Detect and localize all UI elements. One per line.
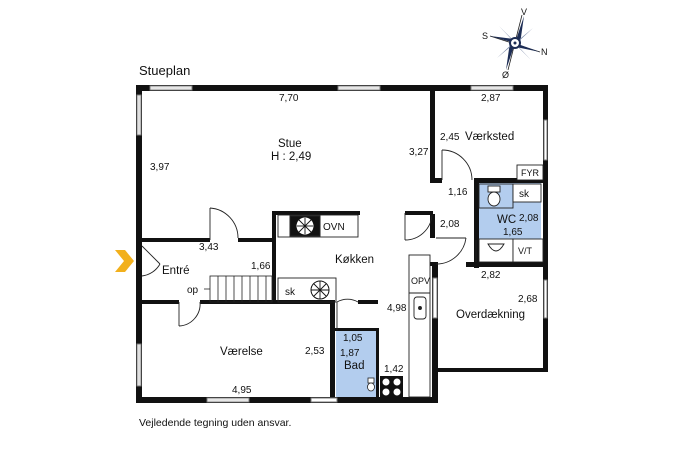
label-vt: V/T: [518, 246, 533, 256]
dim-overdaekning-depth: 2,68: [518, 294, 538, 305]
room-overdaekning: Overdækning: [456, 309, 525, 321]
dim-koekken-depth: 4,98: [387, 303, 407, 314]
kitchen-sink: [413, 296, 427, 320]
label-sk-wc: sk: [519, 189, 530, 200]
dim-vaerksted-width: 2,87: [481, 93, 501, 104]
door-swings: [141, 149, 477, 330]
window-glazing: [138, 87, 513, 401]
wc-fixtures: [478, 164, 544, 263]
compass-s-label: S: [482, 31, 488, 41]
dim-bad-depth: 1,87: [340, 348, 360, 359]
dim-hall-208: 2,08: [440, 219, 460, 230]
dim-stue-right: 3,27: [409, 147, 429, 158]
disclaimer: Vejledende tegning uden ansvar.: [139, 417, 291, 429]
dim-wc-width: 2,08: [519, 213, 539, 224]
room-wc: WC: [497, 214, 516, 226]
room-entre: Entré: [162, 265, 190, 277]
compass-v-label: V: [521, 7, 527, 17]
room-stue: Stue: [278, 138, 302, 150]
compass-rose: [489, 14, 541, 71]
room-koekken: Køkken: [335, 254, 374, 266]
room-bad: Bad: [344, 360, 364, 372]
compass-n-label: N: [541, 47, 548, 57]
hob-top: [289, 215, 321, 237]
label-opv: OPV: [411, 276, 430, 286]
dim-vaerelse-depth: 2,53: [305, 346, 325, 357]
kitchen-counters: [277, 214, 431, 398]
dim-142: 1,42: [384, 364, 404, 375]
entrance-arrow: [115, 250, 134, 272]
room-stue-height: H : 2,49: [271, 151, 311, 163]
hob-lower: [310, 280, 330, 300]
dim-hall-116: 1,16: [448, 187, 468, 198]
dim-stue-depth: 3,97: [150, 162, 170, 173]
label-fyr: FYR: [521, 168, 540, 178]
plan-title: Stueplan: [139, 63, 190, 78]
dim-entre-166: 1,66: [251, 261, 271, 272]
dim-vaerksted-depth: 2,45: [440, 132, 460, 143]
staircase: [204, 275, 273, 303]
room-vaerelse: Værelse: [220, 346, 263, 358]
label-ovn: OVN: [323, 222, 345, 233]
dim-wc-depth: 1,65: [503, 227, 523, 238]
label-stairs-op: op: [187, 285, 199, 296]
dim-entre-343: 3,43: [199, 242, 219, 253]
dim-overdaekning-width: 2,82: [481, 270, 501, 281]
compass-o-label: Ø: [502, 70, 509, 80]
bad-toilet: [367, 377, 375, 392]
dim-vaerelse-width: 4,95: [232, 385, 252, 396]
dim-stue-width: 7,70: [279, 93, 299, 104]
dim-bad-width: 1,05: [343, 333, 363, 344]
room-vaerksted: Værksted: [465, 131, 514, 143]
label-sk-kitchen: sk: [285, 287, 296, 298]
stove: [380, 376, 403, 398]
